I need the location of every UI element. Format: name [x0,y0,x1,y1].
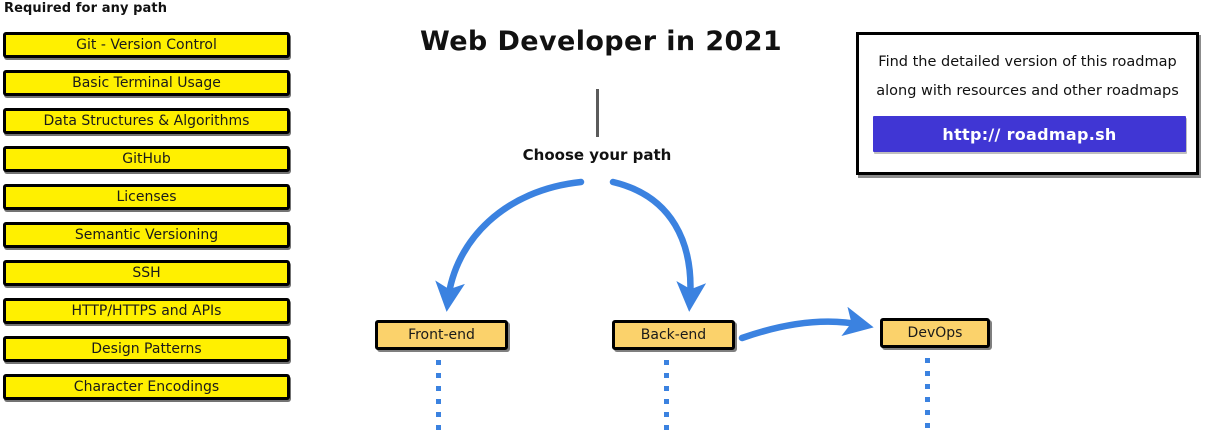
required-item[interactable]: SSH [3,260,290,286]
required-item[interactable]: HTTP/HTTPS and APIs [3,298,290,324]
arrow-to-front-end [435,178,585,312]
dotted-continuation-devops [925,358,930,436]
required-item[interactable]: Basic Terminal Usage [3,70,290,96]
required-item[interactable]: Semantic Versioning [3,222,290,248]
dotted-continuation-front-end [436,360,441,436]
required-item-label: Basic Terminal Usage [72,75,221,91]
path-box-devops[interactable]: DevOps [880,318,990,348]
required-section-heading: Required for any path [4,1,168,16]
required-item-label: Licenses [116,189,177,205]
title-stem-line [596,89,599,137]
path-box-front-end[interactable]: Front-end [375,320,508,350]
required-item-label: GitHub [122,151,171,167]
path-box-label: DevOps [907,325,963,341]
choose-your-path-label: Choose your path [522,146,672,164]
required-item[interactable]: Character Encodings [3,374,290,400]
arrow-back-end-to-devops [738,306,874,342]
required-item-label: Semantic Versioning [74,227,219,243]
path-box-back-end[interactable]: Back-end [612,320,735,350]
required-item-label: SSH [132,265,161,281]
required-item[interactable]: Git - Version Control [3,32,290,58]
arrow-to-back-end [609,178,707,312]
required-item[interactable]: Design Patterns [3,336,290,362]
required-item[interactable]: Licenses [3,184,290,210]
required-item-label: Design Patterns [91,341,202,357]
required-item-label: HTTP/HTTPS and APIs [71,303,222,319]
required-item[interactable]: Data Structures & Algorithms [3,108,290,134]
info-card-line-2: along with resources and other roadmaps [876,83,1179,99]
path-box-label: Back-end [640,327,707,343]
required-item-label: Character Encodings [73,379,220,395]
required-item[interactable]: GitHub [3,146,290,172]
info-card: Find the detailed version of this roadma… [856,32,1199,175]
dotted-continuation-back-end [664,360,669,436]
info-card-line-1: Find the detailed version of this roadma… [878,54,1177,70]
required-item-label: Data Structures & Algorithms [43,113,250,129]
roadmap-link-button-label: http:// roadmap.sh [942,124,1117,144]
path-box-label: Front-end [408,327,475,343]
required-item-label: Git - Version Control [76,37,217,53]
roadmap-link-button[interactable]: http:// roadmap.sh [873,116,1186,152]
page-title: Web Developer in 2021 [420,26,783,57]
